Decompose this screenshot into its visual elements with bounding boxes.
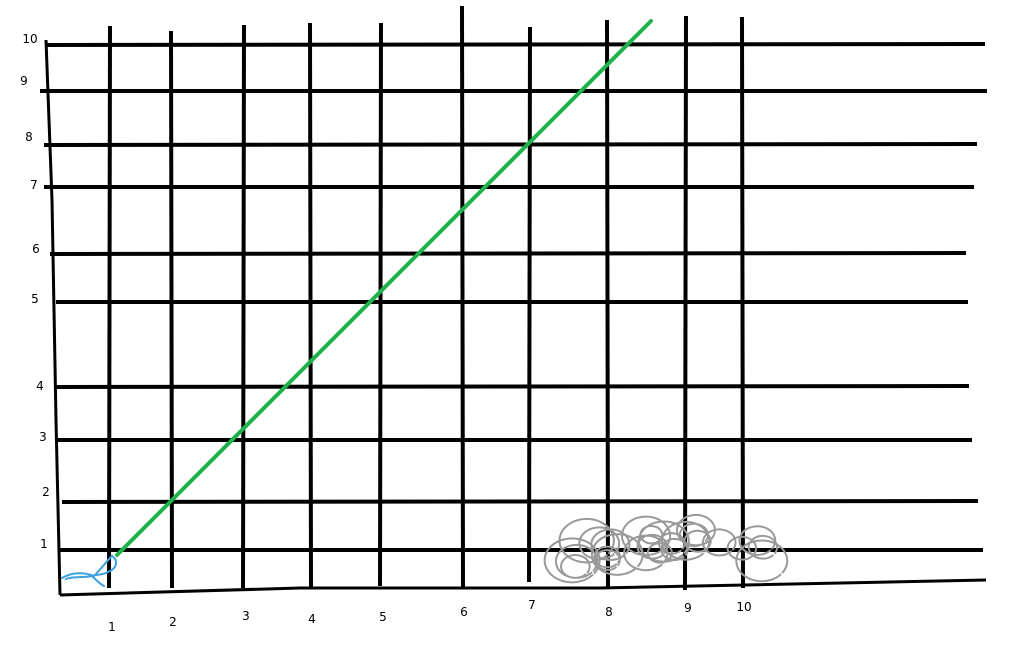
vertical-grid-line [107, 25, 112, 589]
y-tick-labels: 1 2 3 4 5 6 7 8 9 10 [20, 32, 50, 551]
vertical-grid-line [527, 26, 532, 583]
horizontal-grid-line [61, 499, 979, 504]
x-tick-label: 2 [169, 615, 177, 629]
y-tick-label: 9 [20, 74, 28, 88]
y-tick-label: 5 [31, 292, 39, 306]
x-axis [59, 578, 987, 597]
y-tick-label: 6 [32, 242, 40, 256]
y-tick-label: 1 [40, 537, 48, 551]
horizontal-grid-line [55, 384, 970, 389]
x-tick-label: 3 [242, 609, 250, 623]
hand-doodle [61, 554, 118, 587]
x-tick-label: 7 [528, 598, 536, 612]
x-tick-label: 5 [379, 610, 387, 624]
y-axis [44, 39, 62, 596]
horizontal-grid-line [43, 142, 978, 147]
y-tick-label: 2 [42, 485, 50, 499]
x-tick-label: 10 [736, 600, 751, 614]
y-tick-label: 8 [25, 130, 33, 144]
vertical-grid-line [378, 22, 383, 587]
vertical-grid-line [241, 24, 246, 589]
y-tick-label: 3 [39, 430, 47, 444]
x-tick-labels: 1 2 3 4 5 6 7 8 9 10 [108, 598, 751, 634]
x-tick-label: 6 [460, 605, 468, 619]
horizontal-grid-line [49, 251, 967, 256]
scribble-loops [543, 513, 789, 584]
vertical-grid-line [460, 5, 465, 589]
vertical-grid-line [169, 30, 174, 589]
y-tick-label: 10 [22, 32, 37, 46]
horizontal-grid-line [45, 42, 986, 47]
series-lines [115, 19, 653, 557]
grid-lines [40, 5, 987, 591]
y-tick-label: 7 [30, 178, 38, 192]
x-tick-label: 9 [684, 601, 692, 615]
scribble-mark [543, 513, 789, 584]
vertical-grid-line [308, 22, 313, 589]
x-tick-label: 4 [308, 612, 316, 626]
x-tick-label: 1 [108, 620, 116, 634]
x-tick-label: 8 [605, 605, 613, 619]
y-tick-label: 4 [36, 379, 44, 393]
series-line [115, 19, 653, 557]
doodle-stroke [61, 554, 118, 587]
